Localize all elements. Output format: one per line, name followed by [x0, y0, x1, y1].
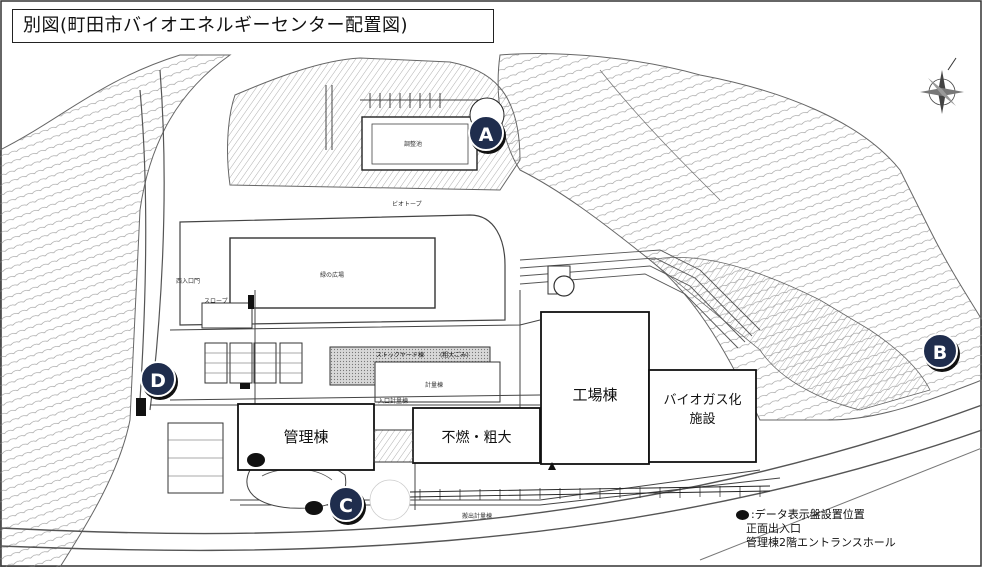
- retention-pond: [361, 116, 478, 171]
- legend-row-1: :データ表示盤設置位置: [736, 508, 896, 522]
- display-dot-entrance: [305, 501, 323, 515]
- exit-weighing-label: 搬出計量棟: [462, 513, 493, 520]
- biotope-label: ビオトープ: [392, 201, 422, 208]
- legend-text-1: :データ表示盤設置位置: [751, 508, 865, 521]
- slope-label: スロープ: [204, 298, 228, 305]
- noncombustible-building-label: 不燃・粗大: [441, 430, 512, 446]
- legend: :データ表示盤設置位置 正面出入口 管理棟2階エントランスホール: [736, 508, 896, 550]
- entry-weighing-label: 入口計量棟: [378, 398, 409, 405]
- map-title: 別図(町田市バイオエネルギーセンター配置図): [12, 9, 494, 43]
- legend-text-2: 正面出入口: [746, 522, 801, 535]
- marker-d: D: [140, 361, 176, 397]
- green-plaza: [229, 237, 436, 309]
- marker-a: A: [468, 115, 504, 151]
- admin-building-label: 管理棟: [283, 428, 329, 446]
- factory-building-shape: [540, 311, 650, 465]
- western-slope: [0, 54, 232, 567]
- marker-c: C: [328, 486, 364, 522]
- factory-building-label: 工場棟: [572, 386, 618, 404]
- stockyard-label: ストックヤード棟: [376, 352, 425, 359]
- terrace-steps: [519, 249, 761, 349]
- biogas-facility-shape: [648, 369, 757, 463]
- biogas-label-line1: バイオガス化: [663, 393, 742, 408]
- noncombustible-building-shape: [412, 407, 541, 464]
- west-gate-label: 西入口門: [176, 278, 201, 285]
- stockyard-sub-label: (粗大ごみ): [440, 352, 469, 359]
- legend-dot-icon: [736, 510, 749, 520]
- pond-label: 調整池: [404, 141, 423, 148]
- legend-text-3: 管理棟2階エントランスホール: [746, 536, 896, 549]
- plaza-label: 緑の広場: [320, 272, 345, 279]
- display-dot-admin: [247, 453, 265, 467]
- compass-rose-icon: [920, 57, 964, 114]
- south-road: [0, 404, 982, 535]
- marker-b: B: [922, 333, 958, 369]
- biogas-label-line2: 施設: [689, 412, 716, 427]
- weighing-label: 計量棟: [425, 382, 444, 389]
